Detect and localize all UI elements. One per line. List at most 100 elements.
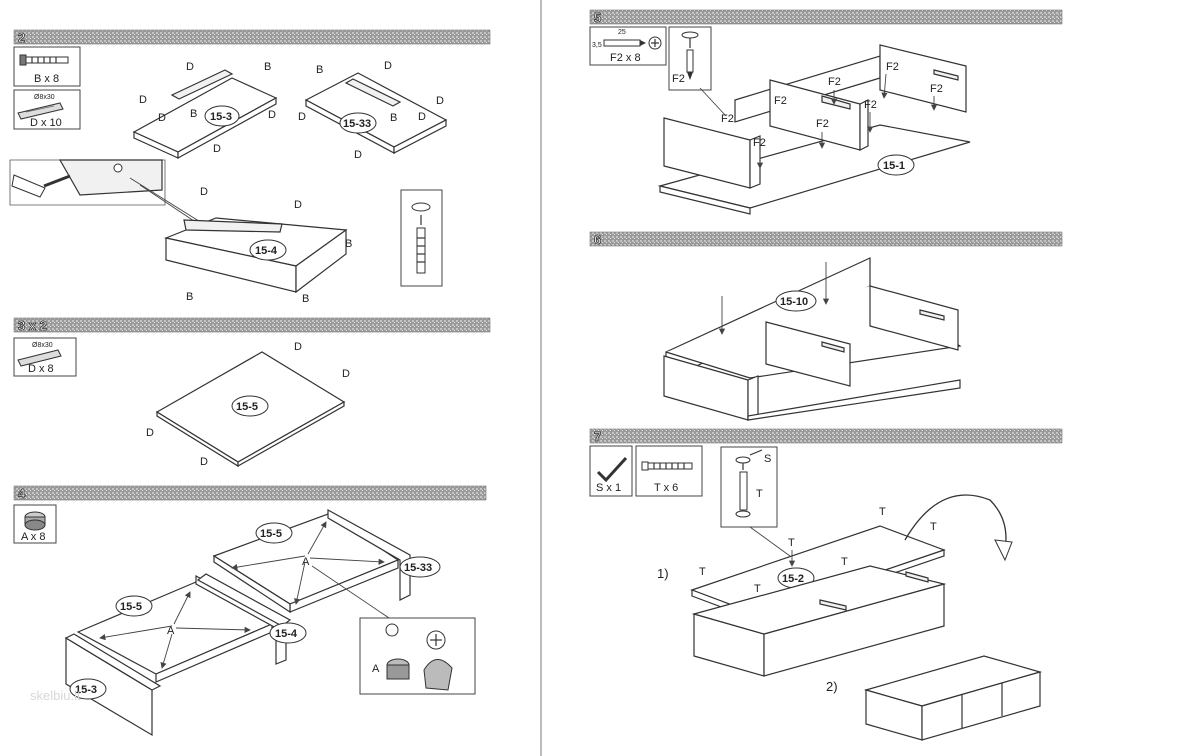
screw-detail-label: F2 — [672, 73, 685, 85]
svg-text:B: B — [190, 108, 197, 120]
svg-text:F2: F2 — [930, 83, 943, 95]
svg-text:F2: F2 — [886, 61, 899, 73]
hardware-box-s — [589, 445, 633, 497]
hardware-d-spec: Ø8x30 — [34, 94, 55, 101]
step-4-header-bar — [13, 485, 487, 501]
part-label-15-1: 15-1 — [883, 160, 905, 172]
step-3x2-number: 3 x 2 — [18, 318, 47, 333]
cam-bolt-detail — [9, 159, 216, 236]
svg-text:D: D — [139, 94, 147, 106]
step-2-header-bar — [13, 29, 491, 45]
svg-text:D: D — [200, 186, 208, 198]
step-3x2: 3 x 2 Ø8x30 D x 8 15-5 D D D D — [13, 317, 491, 468]
screw-vertical-icon — [681, 31, 699, 80]
hardware-f2-length: 25 — [618, 29, 626, 36]
screw-f2-icon — [603, 36, 662, 50]
svg-text:B: B — [390, 112, 397, 124]
svg-text:T: T — [754, 583, 761, 595]
svg-text:D: D — [213, 143, 221, 155]
part-label-15-5-step3: 15-5 — [236, 401, 258, 413]
part-label-15-5-lower: 15-5 — [120, 601, 142, 613]
step-6-header-bar — [589, 231, 1063, 247]
part-label-15-3-step2: 15-3 — [210, 111, 232, 123]
part-label-15-33-step4: 15-33 — [404, 562, 432, 574]
step-6-number: 6 — [594, 232, 601, 247]
step-7-header-bar — [589, 428, 1063, 444]
screw-t-icon — [641, 461, 693, 471]
substep-2-label: 2) — [826, 679, 838, 694]
cam-lock-icon — [24, 511, 46, 531]
svg-text:B: B — [302, 293, 309, 305]
step-5: 5 25 3,5 F2 x 8 F2 — [589, 9, 1063, 215]
hardware-s-qty: S x 1 — [596, 482, 621, 494]
svg-text:D: D — [354, 149, 362, 161]
step-2: 2 B x 8 Ø8x30 D x 10 15-3 — [9, 29, 491, 305]
svg-text:F2: F2 — [828, 76, 841, 88]
panel-15-4: 15-4 — [163, 217, 348, 294]
hardware-b-qty: B x 8 — [34, 73, 59, 85]
hardware-d-qty: D x 10 — [30, 117, 62, 129]
panel-15-4-step4: 15-4 — [196, 573, 307, 644]
svg-text:F2: F2 — [864, 99, 877, 111]
hardware-box-b — [13, 46, 81, 87]
step-4: 4 A x 8 15-5 15-5 — [13, 485, 487, 737]
tv-stand-final — [863, 655, 1043, 741]
svg-text:F2: F2 — [774, 95, 787, 107]
svg-text:B: B — [186, 291, 193, 303]
svg-text:B: B — [316, 64, 323, 76]
svg-text:D: D — [298, 111, 306, 123]
svg-text:T: T — [841, 556, 848, 568]
screw-t-vertical-icon — [735, 449, 763, 518]
svg-text:D: D — [294, 341, 302, 353]
hardware-d-spec-step3: Ø8x30 — [32, 342, 53, 349]
step-5-number: 5 — [594, 10, 601, 25]
hardware-a-qty: A x 8 — [21, 531, 45, 543]
svg-text:A: A — [167, 625, 175, 637]
svg-text:T: T — [699, 566, 706, 578]
screw-t-detail-label: T — [756, 488, 763, 500]
svg-text:B: B — [345, 238, 352, 250]
step-6: 6 15-10 — [589, 231, 1063, 421]
panel-left-end — [663, 117, 751, 189]
part-label-15-33-step2: 15-33 — [343, 118, 371, 130]
wood-dowel-icon-step3 — [17, 349, 62, 367]
dowel-cam-bolt-icon — [19, 54, 69, 66]
substep-1-label: 1) — [657, 566, 669, 581]
svg-text:T: T — [879, 506, 886, 518]
hardware-t-qty: T x 6 — [654, 482, 678, 494]
panel-15-3: 15-3 — [132, 69, 278, 160]
svg-text:D: D — [418, 111, 426, 123]
panel-right-end — [879, 44, 967, 113]
svg-text:B: B — [264, 61, 271, 73]
part-label-15-4-step4: 15-4 — [275, 628, 298, 640]
wood-dowel-icon — [17, 102, 64, 120]
part-label-15-4-step2: 15-4 — [255, 245, 278, 257]
svg-text:D: D — [384, 60, 392, 72]
svg-text:D: D — [158, 112, 166, 124]
hardware-f2-width: 3,5 — [592, 42, 602, 49]
step-5-header-bar — [589, 9, 1063, 25]
svg-text:D: D — [146, 427, 154, 439]
svg-text:D: D — [294, 199, 302, 211]
step-3x2-header-bar — [13, 317, 491, 333]
step-7: 7 S x 1 T x 6 T S 1) 2) 15-2 — [589, 428, 1063, 741]
cam-bolt-vertical-icon — [411, 202, 431, 274]
watermark: skelbiu.lt — [30, 688, 81, 703]
panel-15-5-step3: 15-5 — [155, 351, 346, 468]
tv-stand-carcass — [691, 565, 947, 677]
part-label-15-2: 15-2 — [782, 573, 804, 585]
cam-lock-detail-box — [359, 617, 476, 695]
part-label-15-5-upper: 15-5 — [260, 528, 282, 540]
panel-15-3-side: 15-3 — [64, 633, 162, 737]
svg-text:F2: F2 — [816, 118, 829, 130]
step-4-number: 4 — [18, 486, 26, 501]
panel-15-5-lower: 15-5 — [76, 575, 287, 683]
svg-text:F2: F2 — [721, 113, 734, 125]
screw-s-detail-label: S — [764, 453, 771, 465]
svg-text:D: D — [436, 95, 444, 107]
svg-text:T: T — [930, 521, 937, 533]
part-label-15-10: 15-10 — [780, 296, 808, 308]
svg-text:D: D — [268, 109, 276, 121]
cam-lock-detail-icon — [385, 623, 453, 691]
